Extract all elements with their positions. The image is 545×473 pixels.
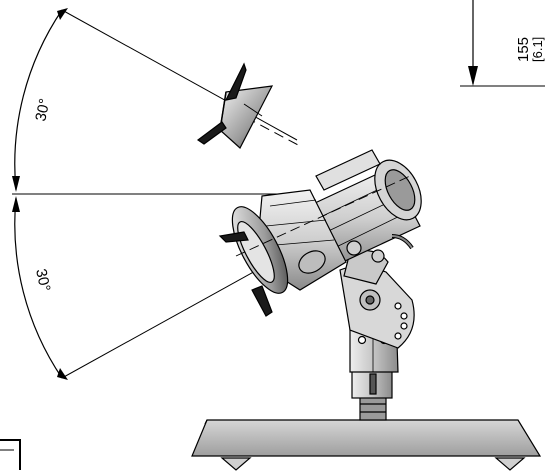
lamp-body: [218, 149, 422, 317]
arrowhead-upper-bottom: [12, 176, 20, 192]
top-handle: [315, 149, 381, 191]
upper-angle-arc: [14, 9, 63, 191]
arrowhead-down: [468, 66, 478, 86]
frame-corner-mark: [0, 439, 21, 470]
height-value: 155: [515, 37, 532, 62]
upper-axis-centerline: [231, 109, 301, 147]
upper-barn-door-top: [224, 62, 247, 101]
base-plate: [191, 419, 542, 471]
height-dimension: 155 [6.1]: [460, 0, 545, 87]
arrowhead-upper-top: [57, 8, 68, 20]
barn-door-top: [218, 231, 249, 243]
barn-door-bottom: [251, 285, 273, 317]
base-plate-top: [191, 419, 542, 457]
stand-nut: [359, 395, 387, 421]
height-value-secondary: [6.1]: [530, 37, 545, 62]
focus-knob: [298, 250, 326, 274]
angle-label-upper: 30°: [32, 97, 53, 123]
foot-right: [494, 457, 526, 471]
arrowhead-lower-top: [12, 196, 20, 212]
angle-construction: [12, 9, 298, 379]
lamp-head-upper-position: [196, 62, 301, 149]
upper-barn-door-bottom: [196, 121, 227, 145]
arrowhead-lower-bottom: [57, 368, 68, 380]
foot-left: [220, 457, 252, 471]
lower-angle-arc: [14, 197, 63, 379]
angle-label-lower: 30°: [32, 267, 53, 293]
upper-limit-line: [61, 9, 298, 141]
lamp-axis-centerline: [235, 175, 411, 257]
